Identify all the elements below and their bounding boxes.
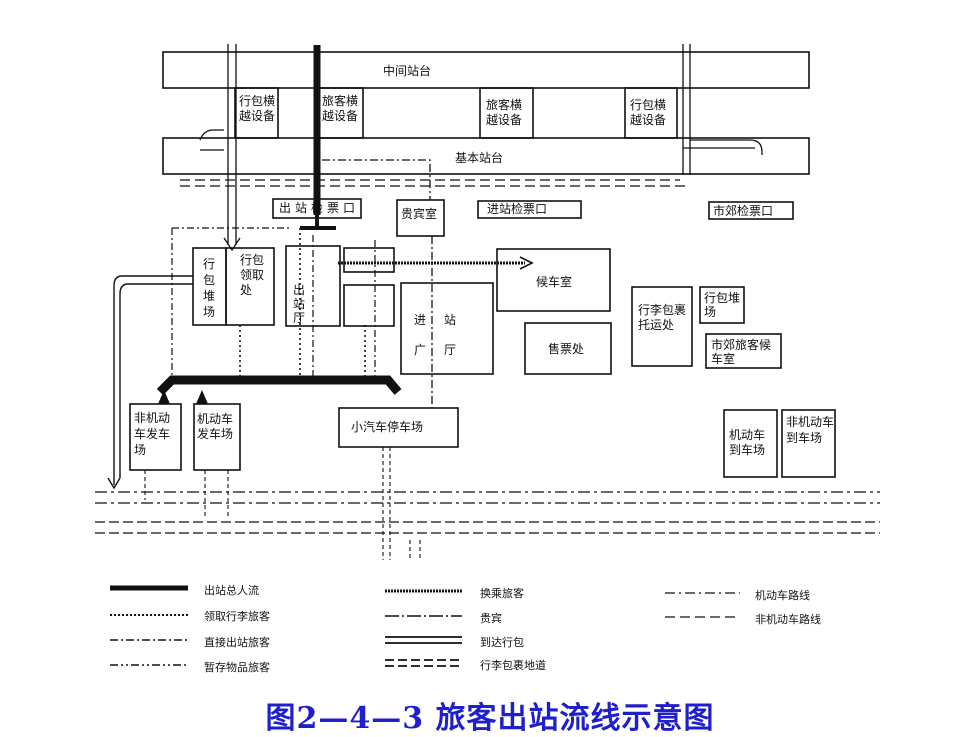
small-room-box xyxy=(343,247,395,273)
motor-arrive-label: 机动车到车场 xyxy=(729,428,766,457)
left-loop-flow xyxy=(107,275,193,490)
vip-room-label: 贵宾室 xyxy=(401,207,438,221)
concourse-box xyxy=(400,282,494,375)
motor-arrive-box xyxy=(723,409,778,478)
passenger-crossing-right-box xyxy=(479,87,534,139)
legend-label-3: 暂存物品旅客 xyxy=(204,661,270,674)
car-park-box xyxy=(338,407,459,448)
suburban-waiting-box xyxy=(705,333,782,369)
waiting-room-box xyxy=(496,248,611,312)
motor-depart-label: 机动车发车场 xyxy=(197,412,234,441)
middle-platform xyxy=(162,51,810,89)
concourse-label: 进站广厅 xyxy=(414,313,475,357)
nonmotor-arrive-box xyxy=(781,409,836,478)
total-exit-distribution xyxy=(156,375,402,396)
legend-label-5: 贵宾 xyxy=(480,612,502,625)
vip-room-box xyxy=(396,199,445,237)
legend-label-0: 出站总人流 xyxy=(204,584,259,597)
legend-label-2: 直接出站旅客 xyxy=(204,636,270,649)
figure-caption: 图2—4—3 旅客出站流线示意图 xyxy=(265,701,715,736)
ticket-office-box xyxy=(524,322,612,375)
luggage-tunnel-line xyxy=(180,179,690,187)
luggage-crossing-left-line xyxy=(227,44,237,245)
luggage-crossing-left-label: 行包横越设备 xyxy=(239,94,276,123)
luggage-crossing-right-line xyxy=(682,44,691,175)
entry-ticket-gate-box xyxy=(477,200,582,219)
luggage-checkin-box xyxy=(631,286,693,367)
direct-exit-line xyxy=(171,228,376,378)
luggage-crossing-right-label: 行包横越设备 xyxy=(630,98,667,127)
luggage-crossing-left-box xyxy=(234,87,279,139)
legend-label-9: 非机动车路线 xyxy=(755,613,821,626)
legend-label-1: 领取行李旅客 xyxy=(204,610,270,623)
waiting-room-label: 候车室 xyxy=(536,275,573,289)
legend-lines xyxy=(110,585,740,667)
small-room2-box xyxy=(343,284,395,327)
luggage-claim-line xyxy=(239,228,366,378)
total-exit-flow-hall xyxy=(300,215,336,230)
middle-platform-label: 中间站台 xyxy=(383,64,432,78)
luggage-crossing-right-box xyxy=(624,87,678,139)
suburban-ticket-gate-label: 市郊检票口 xyxy=(713,204,774,218)
legend-label-6: 到达行包 xyxy=(480,636,524,649)
legend-label-8: 机动车路线 xyxy=(755,589,810,602)
suburban-waiting-label: 市郊旅客候车室 xyxy=(711,338,772,366)
luggage-checkin-label: 行李包裹托运处 xyxy=(638,303,687,332)
exit-hall-label: 出站厅 xyxy=(292,283,305,325)
luggage-yard-label: 行包堆场 xyxy=(202,257,215,319)
vip-line xyxy=(322,159,433,408)
passenger-crossing-left-label: 旅客横越设备 xyxy=(322,94,359,123)
ticket-office-label: 售票处 xyxy=(548,342,585,356)
legend-label-4: 换乘旅客 xyxy=(480,587,524,600)
entry-ticket-gate-label: 进站检票口 xyxy=(487,202,548,216)
nonmotor-depart-box xyxy=(129,403,182,471)
motor-depart-box xyxy=(193,403,241,471)
suburban-ticket-gate-box xyxy=(708,201,794,220)
passenger-crossing-right-label: 旅客横越设备 xyxy=(486,98,523,127)
luggage-yard-right-label: 行包堆场 xyxy=(704,291,741,319)
luggage-claim-box xyxy=(225,247,275,326)
luggage-claim-label: 行包领取处 xyxy=(240,253,265,297)
nonmotor-depart-label: 非机动车发车场 xyxy=(134,411,171,457)
base-platform-label: 基本站台 xyxy=(455,151,504,165)
exit-ticket-gate-label: 出站检票口 xyxy=(279,201,360,215)
luggage-yard-right-box xyxy=(699,286,745,324)
car-park-label: 小汽车停车场 xyxy=(351,420,424,434)
legend-label-7: 行李包裹地道 xyxy=(480,659,546,672)
nonmotor-arrive-label: 非机动车到车场 xyxy=(786,415,835,445)
